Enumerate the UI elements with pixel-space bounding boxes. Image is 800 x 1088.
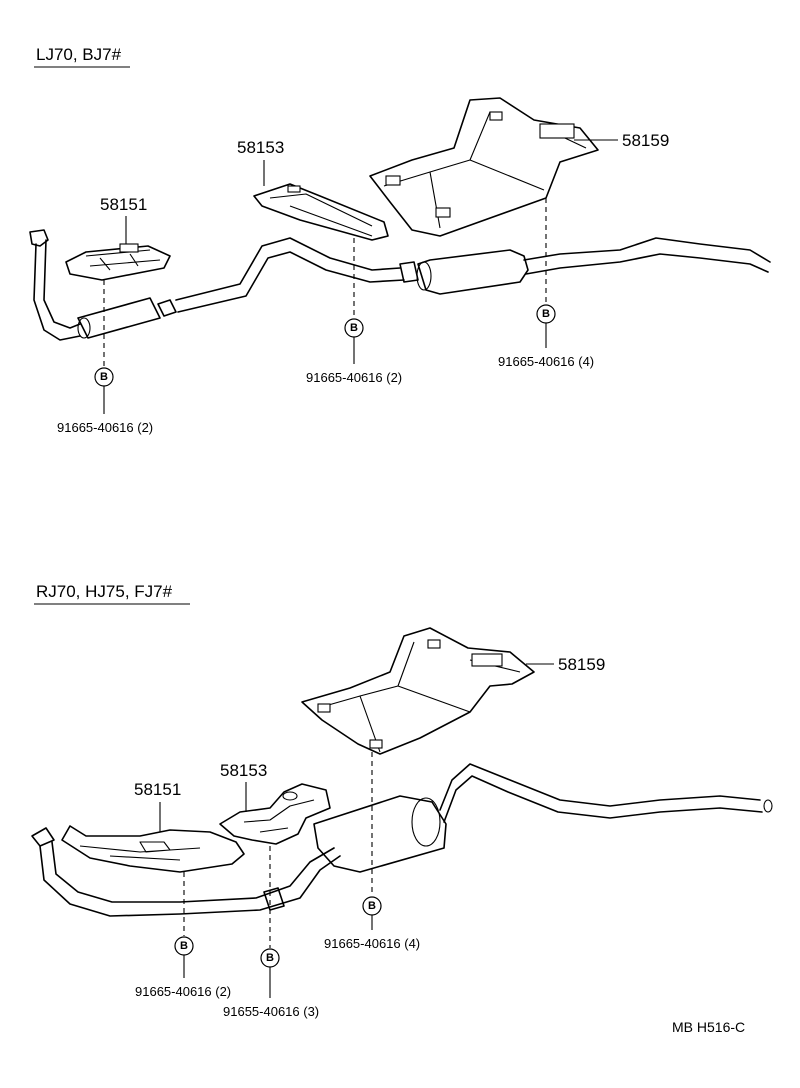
lower-diagram: RJ70, HJ75, FJ7# [31,582,773,1019]
upper-shield-58153 [253,183,389,241]
figure-code: MB H516-C [672,1019,745,1035]
lower-right-bolt-letter: B [368,900,376,912]
lower-part-58153-label: 58153 [220,761,267,780]
lower-left-bolt-part: 91665-40616 (2) [135,984,231,999]
upper-part-58153-label: 58153 [237,138,284,157]
upper-left-bolt-letter: B [100,371,108,383]
upper-middle-bolt-part: 91665-40616 (2) [306,370,402,385]
lower-shield-58159 [301,627,535,755]
upper-left-bolt-part: 91665-40616 (2) [57,420,153,435]
lower-middle-bolt-letter: B [266,952,274,964]
upper-shield-58159 [369,97,599,237]
upper-exhaust-pipe [29,229,771,341]
lower-middle-bolt-part: 91655-40616 (3) [223,1004,319,1019]
lower-exhaust-pipe [31,763,773,917]
lower-part-58159-label: 58159 [558,655,605,674]
upper-part-58159-label: 58159 [622,131,669,150]
upper-part-58151-label: 58151 [100,195,147,214]
lower-model-heading: RJ70, HJ75, FJ7# [36,582,173,601]
lower-left-bolt-letter: B [180,940,188,952]
upper-diagram: LJ70, BJ7# [29,45,771,435]
upper-model-heading: LJ70, BJ7# [36,45,122,64]
upper-shield-58151 [65,243,171,281]
upper-middle-bolt-letter: B [350,322,358,334]
upper-right-bolt-part: 91665-40616 (4) [498,354,594,369]
lower-shield-58151 [61,825,245,873]
lower-right-bolt-part: 91665-40616 (4) [324,936,420,951]
upper-right-bolt-letter: B [542,308,550,320]
lower-shield-58153 [219,783,331,845]
lower-part-58151-label: 58151 [134,780,181,799]
